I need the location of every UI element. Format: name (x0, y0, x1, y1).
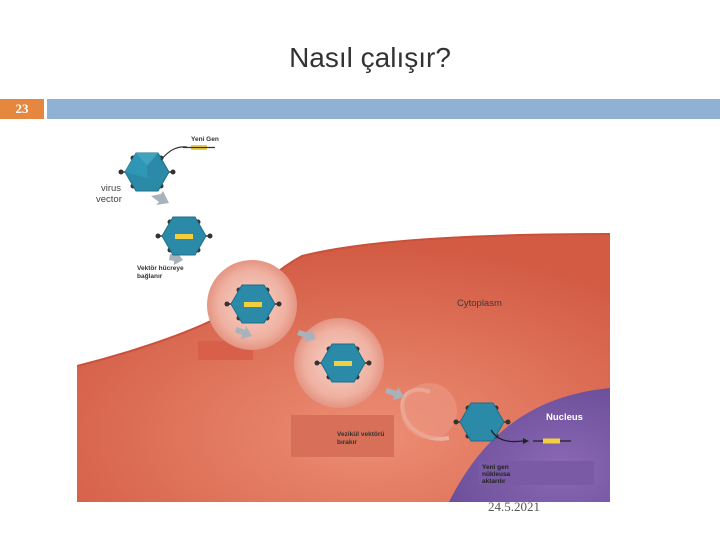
slide-number: 23 (0, 99, 44, 119)
virus-vector-particle (119, 153, 176, 191)
bind-label-2: bağlanır (137, 273, 163, 280)
virus-with-gene (156, 217, 213, 255)
vesicle-3 (401, 383, 457, 439)
transfer-label-3: aktarılır (482, 478, 506, 485)
slide-date: 24.5.2021 (488, 499, 540, 515)
virus-vector-label-2: vector (96, 194, 122, 205)
gene-therapy-diagram: Yeni Gen virus vector Vektör hücreye bağ… (77, 130, 610, 502)
transfer-label-1: Yeni gen (482, 464, 509, 471)
bind-label-1: Vektör hücreye (137, 265, 184, 272)
vesicle-label-2: bırakır (337, 439, 357, 446)
header-bar (47, 99, 720, 119)
cytoplasm-label: Cytoplasm (457, 298, 502, 309)
gene-pointer-line (161, 147, 187, 160)
nucleus-label: Nucleus (546, 412, 583, 423)
new-gene-label: Yeni Gen (191, 136, 219, 143)
vesicle-label-1: Vezikül vektörü (337, 431, 384, 438)
transferred-gene (543, 439, 560, 444)
transfer-label-2: nükleusa (482, 471, 511, 478)
virus-vector-label-1: virus (101, 183, 121, 194)
slide-title: Nasıl çalışır? (0, 42, 720, 74)
